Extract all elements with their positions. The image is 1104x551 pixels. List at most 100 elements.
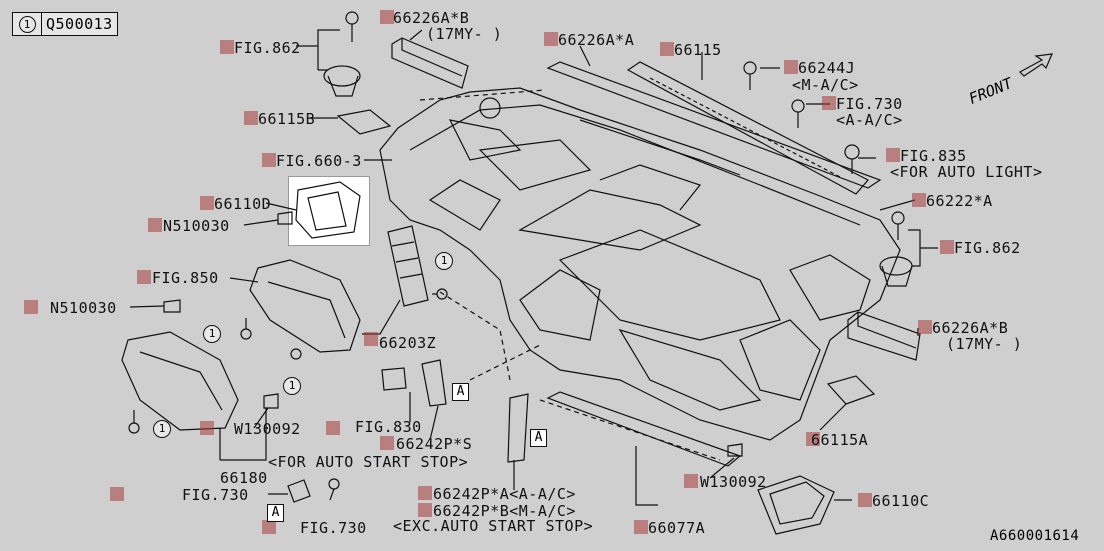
marker [418,503,432,517]
header-part-code[interactable]: Q500013 [46,15,113,33]
marker [544,32,558,46]
callout-circle: 1 [153,420,171,438]
part-note: <EXC.AUTO START STOP> [393,517,594,535]
marker [380,10,394,24]
bracket-66242PA [507,393,529,463]
part-label[interactable]: 66110D [214,195,272,213]
fig-link[interactable]: FIG.835 [900,147,967,165]
marker [940,240,954,254]
callout-circle: 1 [203,325,221,343]
marker [110,487,124,501]
clip-w130092-left [263,393,279,409]
part-label[interactable]: N510030 [163,217,230,235]
part-label[interactable]: 66077A [648,519,706,537]
part-label[interactable]: 66226A*B [932,319,1009,337]
part-label[interactable]: 66226A*A [558,31,635,49]
marker [886,148,900,162]
part-label[interactable]: 66180 [220,469,268,487]
speaker-left [323,65,361,87]
part-label[interactable]: 66115B [258,110,316,128]
callout-circle: 1 [283,377,301,395]
part-label[interactable]: 66203Z [379,334,437,352]
lower-trim-strip [546,391,742,467]
dashboard-outline [379,87,901,441]
marker [660,42,674,56]
fig-link[interactable]: FIG.862 [234,39,301,57]
marker [380,436,394,450]
vent-66110D [295,181,361,239]
marker [200,196,214,210]
meter-hood [121,331,239,431]
highlighted-part-box [288,176,370,246]
part-label[interactable]: W130092 [700,473,767,491]
switch-panel [387,225,429,307]
part-label[interactable]: W130092 [234,420,301,438]
part-note: <M-A/C> [792,76,859,94]
marker [24,300,38,314]
marker [148,218,162,232]
marker [326,421,340,435]
marker [684,474,698,488]
part-label[interactable]: 66242P*A<A-A/C> [433,485,576,503]
marker [262,153,276,167]
part-note: <A-A/C> [836,111,903,129]
marker [806,432,820,446]
marker [822,96,836,110]
part-note: <FOR AUTO START STOP> [268,453,469,471]
marker [200,421,214,435]
fig-link[interactable]: FIG.850 [152,269,219,287]
fig-link[interactable]: FIG.730 [182,486,249,504]
part-label[interactable]: 66222*A [926,192,993,210]
part-note: <FOR AUTO LIGHT> [890,163,1043,181]
clip-w130092-right [727,443,743,457]
header-ref-cell: 1 [13,13,42,35]
part-note: (17MY- ) [946,335,1023,353]
ref-circle: 1 [18,15,36,33]
fig-link[interactable]: FIG.862 [954,239,1021,257]
marker [784,60,798,74]
marker [220,40,234,54]
callout-box-a: A [452,383,469,401]
part-label[interactable]: 66242P*B<M-A/C> [433,502,576,520]
bracket-66242P [421,359,447,407]
marker [858,493,872,507]
marker [634,520,648,534]
fig730-part [287,479,311,503]
marker [918,320,932,334]
marker [364,332,378,346]
part-label[interactable]: 66115A [811,431,869,449]
part-label[interactable]: N510030 [50,299,117,317]
vent-66110C [757,475,835,535]
header-ref-box: 1 Q500013 [12,12,118,36]
combination-meter [249,259,361,353]
part-label[interactable]: 66226A*B [393,9,470,27]
diagram-id: A660001614 [990,528,1080,544]
marker [244,111,258,125]
part-note: (17MY- ) [426,25,503,43]
marker [912,193,926,207]
defroster-vent [626,61,869,195]
marker [137,270,151,284]
callout-box-a: A [267,504,284,522]
fig-link[interactable]: FIG.660-3 [276,152,362,170]
clip-n510030-upper [277,211,293,225]
part-label[interactable]: 66110C [872,492,930,510]
part-label[interactable]: 66242P*S [396,435,473,453]
fig-link[interactable]: FIG.830 [355,418,422,436]
pad-right [847,311,921,361]
callout-box-a: A [530,429,547,447]
part-label[interactable]: 66115 [674,41,722,59]
marker [262,520,276,534]
callout-circle: 1 [435,252,453,270]
pad-top [391,37,469,89]
front-arrow-icon [1019,53,1053,77]
fig-link[interactable]: FIG.730 [300,519,367,537]
marker [418,486,432,500]
vent-66115B [336,109,392,135]
fig830-switch [381,367,407,391]
fig-link[interactable]: FIG.730 [836,95,903,113]
part-label[interactable]: 66244J [798,59,856,77]
defroster-strip [546,61,882,189]
